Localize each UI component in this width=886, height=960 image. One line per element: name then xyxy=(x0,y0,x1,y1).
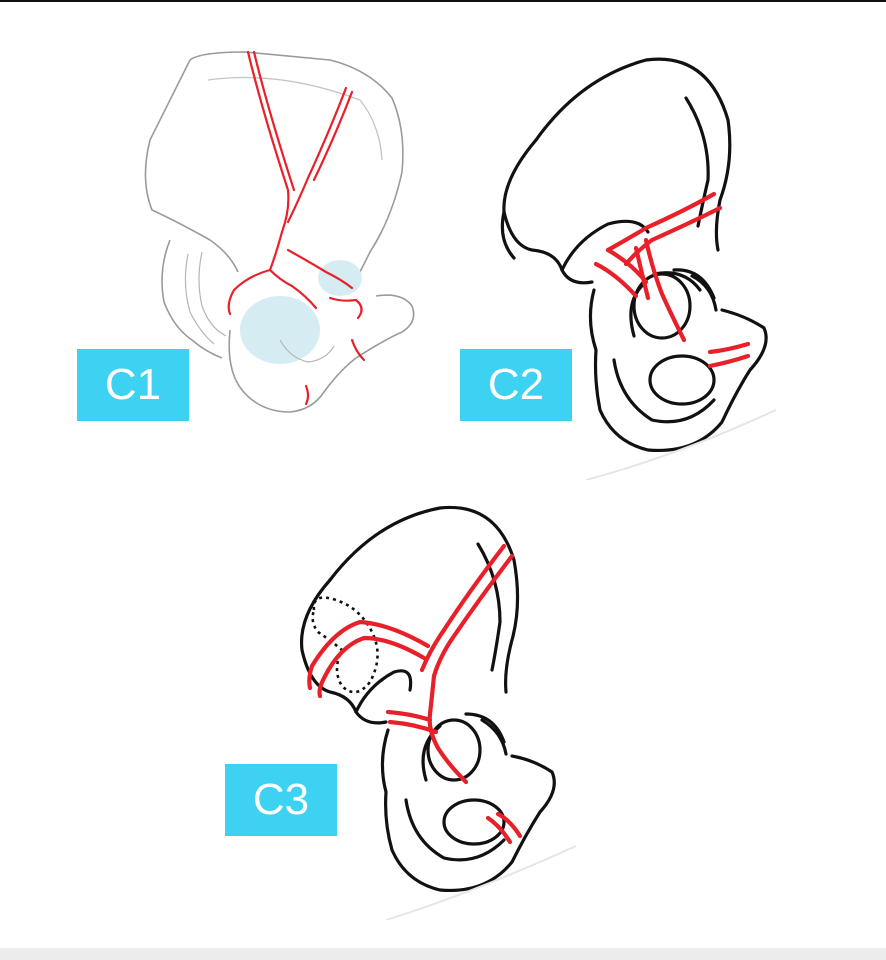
top-border xyxy=(0,0,886,2)
bottom-strip xyxy=(0,948,886,960)
label-c2: C2 xyxy=(460,349,572,421)
fracture-lines-c2 xyxy=(596,194,748,366)
label-c1: C1 xyxy=(77,349,189,421)
figure-c3-pelvis xyxy=(290,500,580,920)
iliac-wing-outline xyxy=(190,52,403,276)
acetabulum-shading xyxy=(240,296,320,364)
pelvis-c3-drawing xyxy=(290,500,580,920)
label-c3: C3 xyxy=(225,764,337,836)
